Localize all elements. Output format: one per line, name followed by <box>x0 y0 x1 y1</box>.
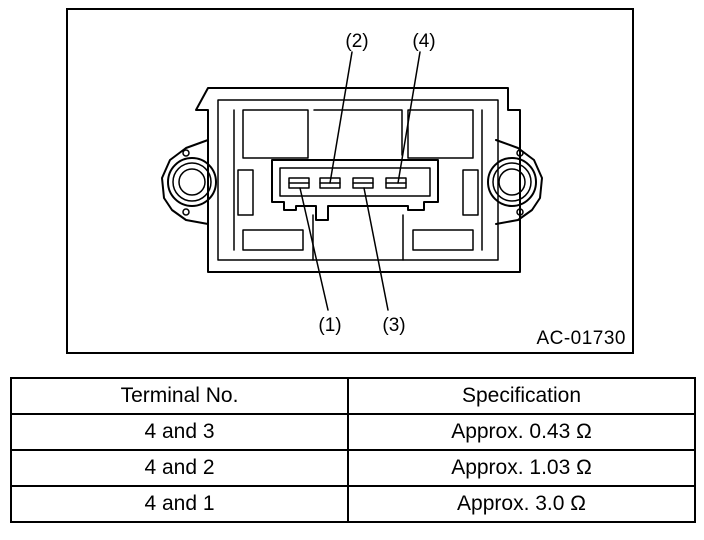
callout-3: (3) <box>382 315 405 336</box>
header-terminal-no: Terminal No. <box>10 377 349 415</box>
callout-1: (1) <box>318 315 341 336</box>
terminal-pair-cell: 4 and 2 <box>10 449 349 487</box>
table-header-row: Terminal No. Specification <box>10 377 696 415</box>
terminal-pair-cell: 4 and 3 <box>10 413 349 451</box>
table-row: 4 and 3 Approx. 0.43 Ω <box>10 413 696 451</box>
specification-table: Terminal No. Specification 4 and 3 Appro… <box>10 377 696 523</box>
connector-housing <box>195 87 521 273</box>
table-row: 4 and 1 Approx. 3.0 Ω <box>10 485 696 523</box>
callout-2: (2) <box>345 31 368 52</box>
resistance-cell: Approx. 3.0 Ω <box>347 485 696 523</box>
resistance-cell: Approx. 0.43 Ω <box>347 413 696 451</box>
resistance-cell: Approx. 1.03 Ω <box>347 449 696 487</box>
table-row: 4 and 2 Approx. 1.03 Ω <box>10 449 696 487</box>
left-mounting-ear <box>161 139 217 225</box>
figure-id-label: AC-01730 <box>536 328 626 349</box>
callout-labels: (2) (4) (1) (3) <box>318 31 435 336</box>
right-mounting-ear <box>487 139 543 225</box>
terminal-pins <box>288 177 407 189</box>
figure-frame: (2) (4) (1) (3) AC-01730 <box>66 8 634 354</box>
header-specification: Specification <box>347 377 696 415</box>
terminal-pair-cell: 4 and 1 <box>10 485 349 523</box>
terminal-socket <box>271 159 439 221</box>
callout-4: (4) <box>412 31 435 52</box>
callout-leaders <box>299 51 421 311</box>
resistor-connector-diagram: (2) (4) (1) (3) <box>161 31 543 336</box>
